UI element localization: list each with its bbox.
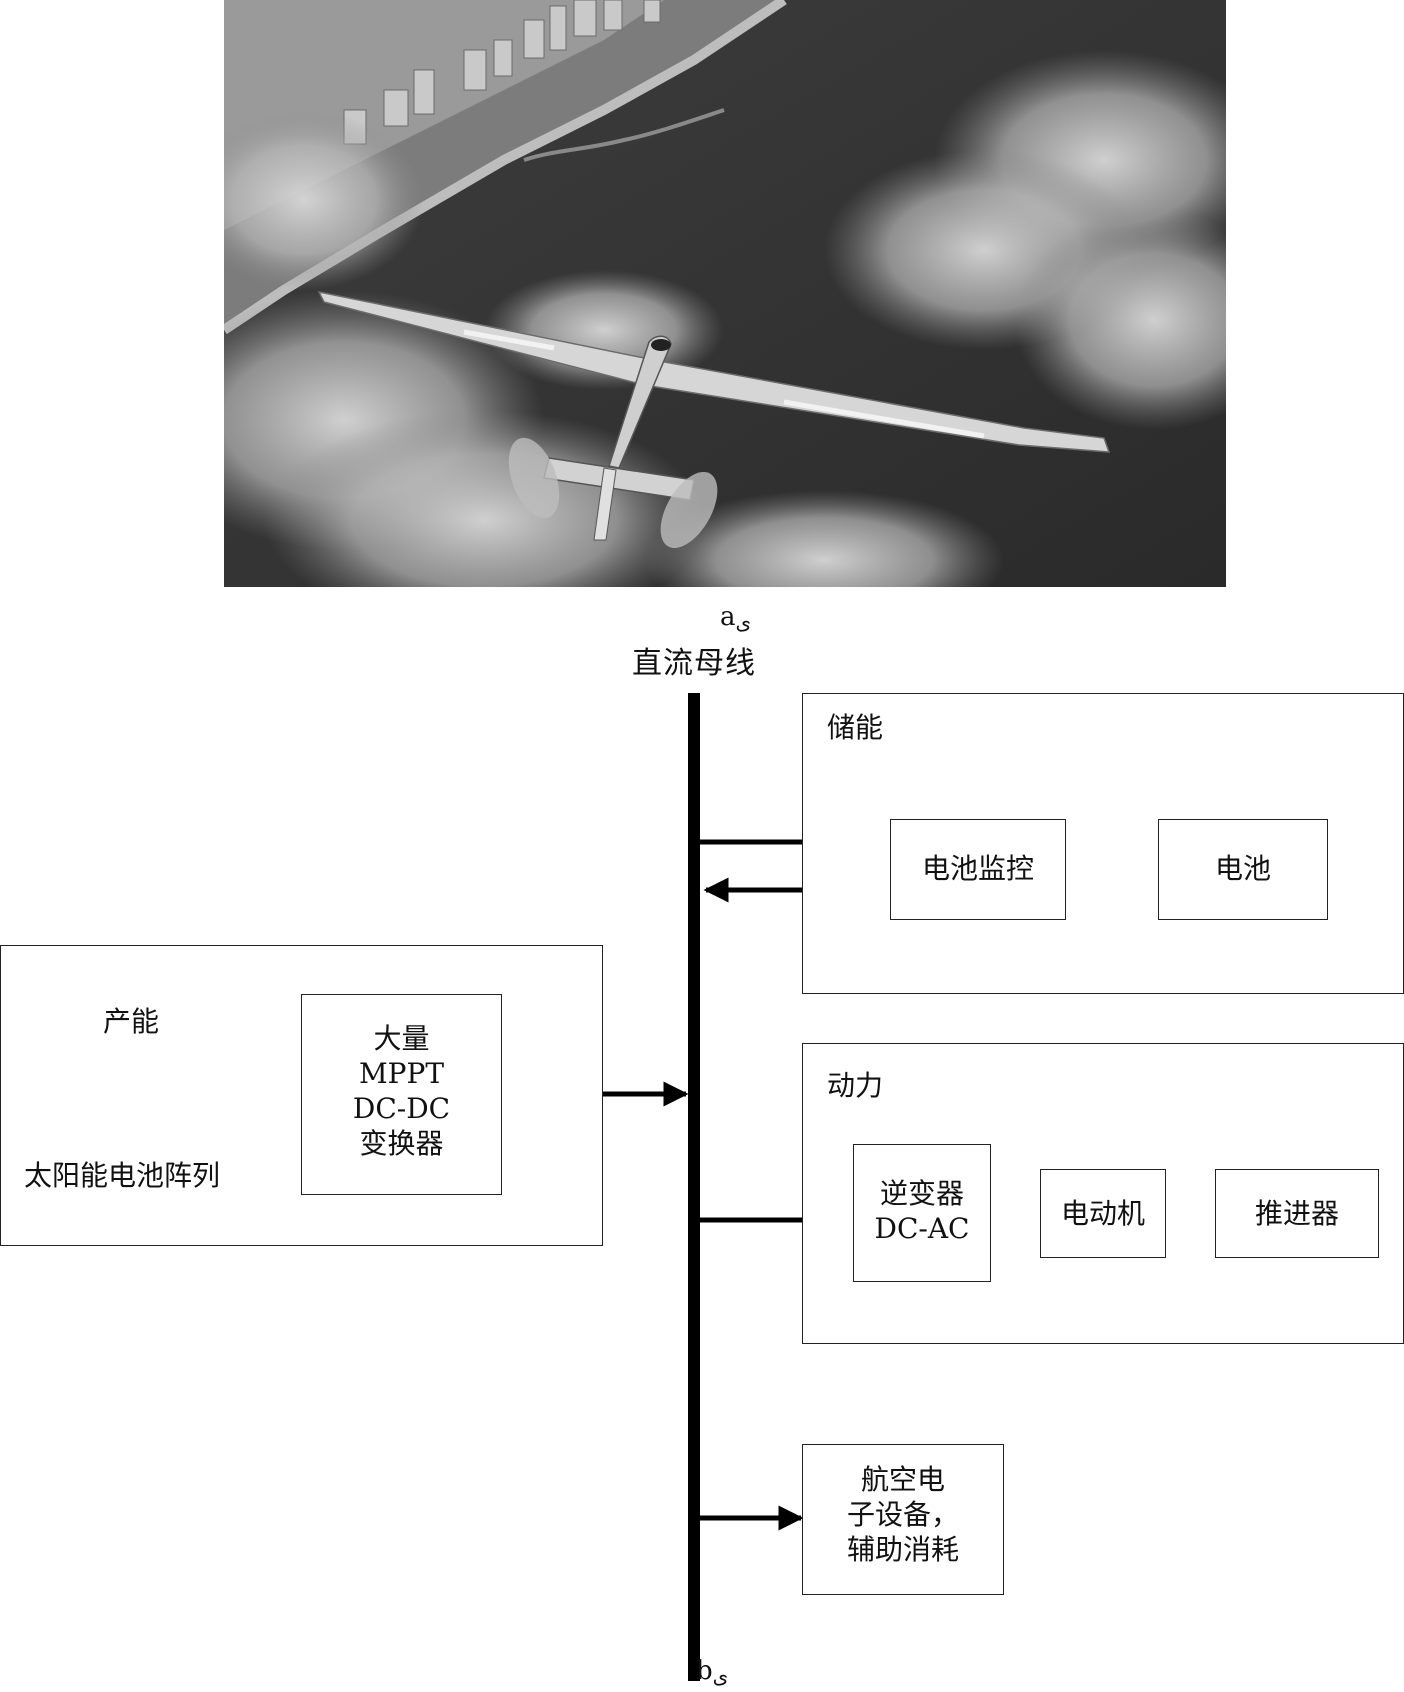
battery-label: 电池 bbox=[1214, 852, 1271, 885]
battery-monitor-box bbox=[890, 819, 1066, 920]
dc-bus-label: 直流母线 bbox=[632, 646, 756, 681]
propulsion-group-label: 动力 bbox=[827, 1069, 884, 1102]
solar-array-label: 太阳能电池阵列 bbox=[24, 1159, 221, 1192]
solar-aircraft-photo bbox=[224, 0, 1226, 587]
propeller-box bbox=[1215, 1169, 1379, 1258]
avionics-label: 航空电 子设备， 辅助消耗 bbox=[846, 1463, 959, 1566]
motor-box bbox=[1040, 1169, 1166, 1258]
inverter-box bbox=[853, 1144, 991, 1282]
generation-group-label: 产能 bbox=[103, 1005, 160, 1038]
mppt-converter-label: 大量 MPPT DC-DC 变换器 bbox=[352, 1022, 451, 1160]
battery-box bbox=[1158, 819, 1328, 920]
photo-caption-mark: ى bbox=[735, 610, 752, 634]
propeller-label: 推进器 bbox=[1254, 1197, 1339, 1230]
diagram-caption-letter: b bbox=[696, 1656, 713, 1686]
photo-caption-letter: a bbox=[720, 602, 736, 632]
storage-group-label: 储能 bbox=[827, 711, 884, 744]
diagram-caption: bى bbox=[696, 1656, 728, 1688]
photo-caption: aى bbox=[720, 602, 751, 634]
avionics-box bbox=[802, 1444, 1004, 1595]
dc-bus-bar bbox=[688, 693, 700, 1681]
motor-label: 电动机 bbox=[1060, 1197, 1145, 1230]
inverter-label: 逆变器 DC-AC bbox=[874, 1177, 970, 1245]
aerial-view-illustration bbox=[224, 0, 1226, 587]
battery-monitor-label: 电池监控 bbox=[921, 852, 1034, 885]
diagram-caption-mark: ى bbox=[712, 1664, 729, 1688]
mppt-converter-box bbox=[301, 994, 502, 1195]
